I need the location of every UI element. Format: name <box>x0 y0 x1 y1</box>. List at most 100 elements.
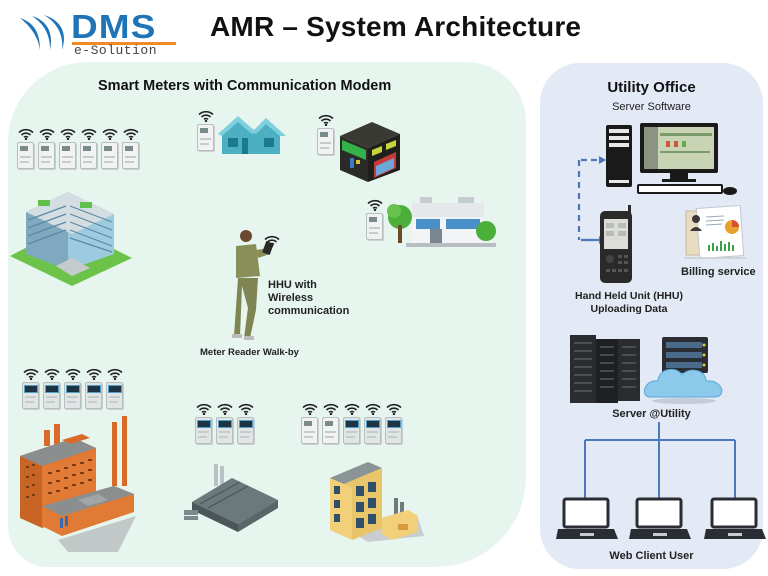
power-plant-icon <box>20 416 136 552</box>
smart-meter <box>363 403 382 444</box>
smart-meter <box>196 110 215 151</box>
logo-swoosh-icon <box>20 15 64 50</box>
smart-meter <box>121 128 140 169</box>
wifi-icon <box>365 403 381 415</box>
shop-icon <box>340 122 400 182</box>
smart-meter <box>236 403 255 444</box>
smart-meter <box>300 403 319 444</box>
hhu-wifi-icon <box>264 235 280 247</box>
wifi-icon <box>318 114 334 126</box>
smart-meter <box>384 403 403 444</box>
hhu-wireless-label: HHU with Wireless communication <box>268 279 349 318</box>
laptop-icon <box>704 497 766 539</box>
smart-meter <box>365 199 384 240</box>
smart-meter <box>105 368 124 409</box>
wifi-icon <box>386 403 402 415</box>
handheld-unit-icon <box>600 205 632 283</box>
meter-icon <box>43 382 60 409</box>
meter-icon <box>237 417 254 444</box>
meter-icon <box>85 382 102 409</box>
meter-icon <box>317 128 334 155</box>
meter-icon <box>366 213 383 240</box>
logo-underline <box>72 42 176 45</box>
meter-reader-caption: Meter Reader Walk-by <box>200 347 299 358</box>
smart-meter <box>42 368 61 409</box>
hhu-upload-label-line2: Uploading Data <box>590 303 668 315</box>
smart-meter <box>21 368 40 409</box>
web-client-network-connector <box>584 422 736 500</box>
wifi-icon <box>107 368 123 380</box>
hhu-label-line3: communication <box>268 305 350 317</box>
hhu-label-line2: Wireless <box>268 292 314 304</box>
meter-reader-icon <box>232 230 274 340</box>
commercial-building-icon <box>387 197 496 247</box>
laptop-icon <box>629 497 691 539</box>
wifi-icon <box>367 199 383 211</box>
utility-office-title: Utility Office <box>607 79 696 96</box>
wifi-icon <box>344 403 360 415</box>
meter-group-industrial-building <box>300 403 403 444</box>
smart-meter <box>100 128 119 169</box>
factory-icon <box>184 464 278 532</box>
smart-meter <box>63 368 82 409</box>
smart-meter <box>321 403 340 444</box>
meter-icon <box>322 417 339 444</box>
meter-group-shop <box>316 114 335 155</box>
billing-report-icon <box>684 204 746 260</box>
company-logo: DMS e-Solution <box>18 10 183 58</box>
wifi-icon <box>323 403 339 415</box>
wifi-icon <box>81 128 97 140</box>
wifi-icon <box>217 403 233 415</box>
logo-tagline: e-Solution <box>74 43 158 58</box>
meter-icon <box>122 142 139 169</box>
smart-meters-panel-title: Smart Meters with Communication Modem <box>98 78 392 94</box>
meter-icon <box>38 142 55 169</box>
meter-icon <box>64 382 81 409</box>
meter-icon <box>385 417 402 444</box>
wifi-icon <box>39 128 55 140</box>
wifi-icon <box>238 403 254 415</box>
laptop-icon <box>556 497 618 539</box>
wifi-icon <box>65 368 81 380</box>
hhu-upload-label: Hand Held Unit (HHU) Uploading Data <box>556 290 702 316</box>
meter-group-power-plant <box>21 368 124 409</box>
wifi-icon <box>86 368 102 380</box>
wifi-icon <box>302 403 318 415</box>
server-rack-icon <box>570 335 640 403</box>
server-utility-label: Server @Utility <box>612 408 691 420</box>
smart-meter <box>342 403 361 444</box>
wifi-icon <box>102 128 118 140</box>
smart-meter <box>58 128 77 169</box>
meter-group-house <box>196 110 215 151</box>
wifi-icon <box>44 368 60 380</box>
billing-service-label: Billing service <box>681 266 756 278</box>
meter-icon <box>59 142 76 169</box>
wifi-icon <box>18 128 34 140</box>
meter-icon <box>301 417 318 444</box>
cloud-server-icon <box>643 337 723 404</box>
industrial-building-icon <box>330 462 424 542</box>
meter-group-factory <box>194 403 255 444</box>
house-icon <box>218 116 286 154</box>
web-client-user-label: Web Client User <box>609 550 694 562</box>
page-title: AMR – System Architecture <box>210 11 582 42</box>
server-software-label: Server Software <box>612 101 691 113</box>
desktop-computer-icon <box>606 123 737 195</box>
meter-icon <box>106 382 123 409</box>
smart-meter <box>194 403 213 444</box>
wifi-icon <box>198 110 214 122</box>
meter-icon <box>197 124 214 151</box>
meter-icon <box>22 382 39 409</box>
smart-meter <box>215 403 234 444</box>
meter-icon <box>17 142 34 169</box>
smart-meter <box>16 128 35 169</box>
meter-icon <box>101 142 118 169</box>
meter-icon <box>216 417 233 444</box>
meter-icon <box>343 417 360 444</box>
meter-icon <box>80 142 97 169</box>
wifi-icon <box>196 403 212 415</box>
wifi-icon <box>23 368 39 380</box>
meter-group-office-tower <box>16 128 140 169</box>
hhu-upload-label-line1: Hand Held Unit (HHU) <box>575 290 683 302</box>
office-tower-icon <box>10 192 132 286</box>
